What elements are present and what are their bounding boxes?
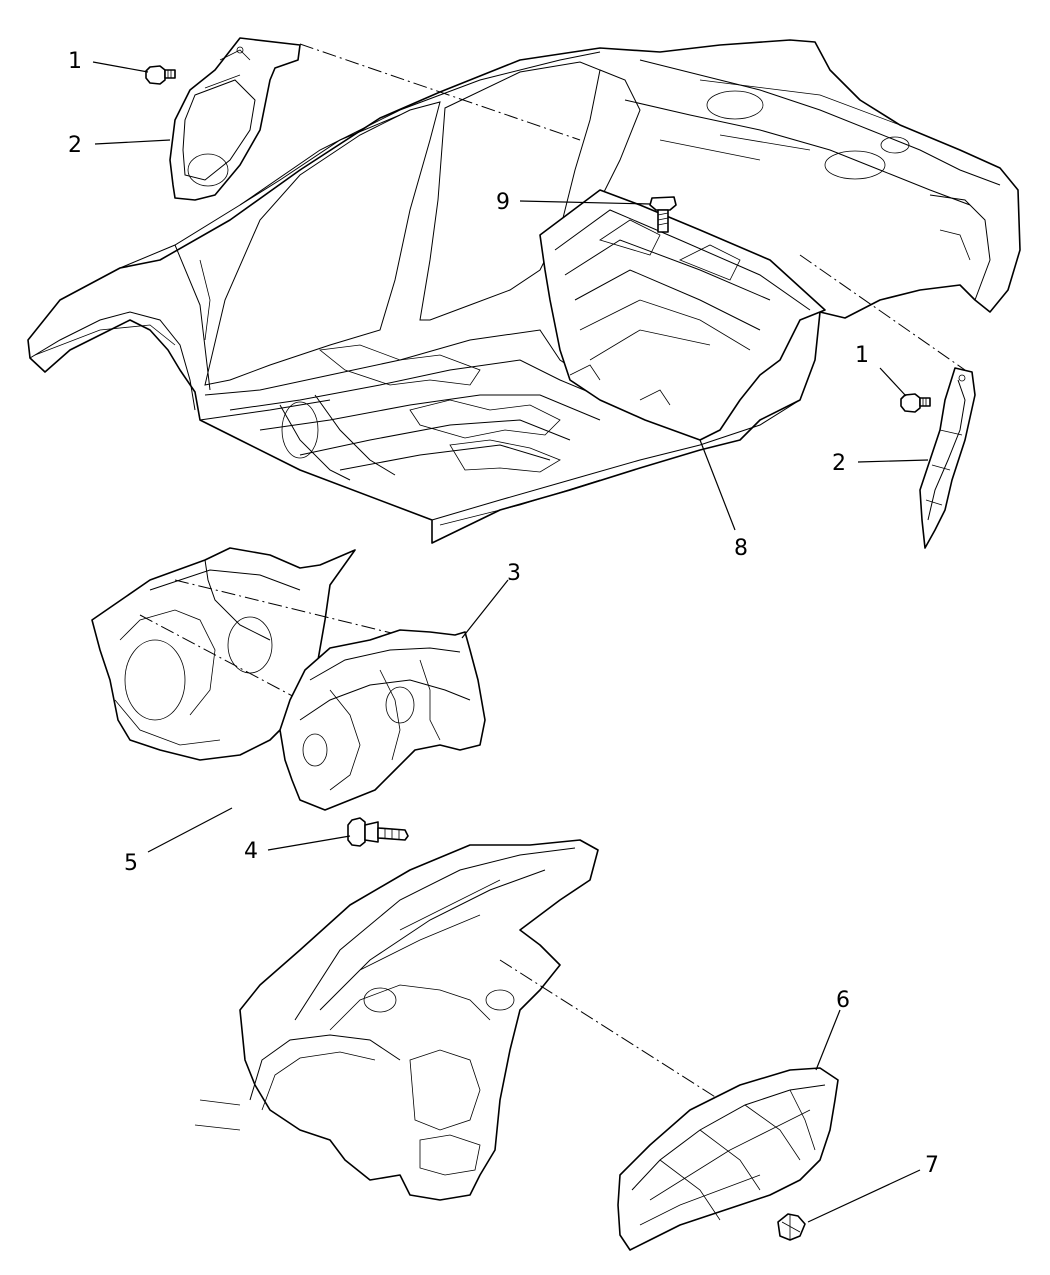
body-shell	[27, 39, 1021, 544]
push-pin-lower	[900, 393, 931, 413]
rear-seat-panel	[539, 189, 826, 441]
callout-9: 9	[496, 190, 510, 215]
bolt-9	[649, 196, 677, 233]
callout-labels: 1 2 9 1 2 8 3 5 4 6 7	[68, 49, 939, 1178]
callout-2-upper: 2	[68, 133, 82, 158]
callout-2-lower: 2	[832, 451, 846, 476]
callout-7: 7	[925, 1153, 939, 1178]
stud-4	[347, 817, 409, 847]
callout-1-upper: 1	[68, 49, 82, 74]
front-end-assembly	[194, 839, 721, 1201]
callout-4: 4	[244, 839, 258, 864]
push-pin-upper	[145, 65, 176, 85]
callout-5: 5	[124, 851, 138, 876]
callout-1-lower: 1	[855, 343, 869, 368]
leader-lines	[92, 61, 929, 1223]
dash-silencer-panel	[279, 629, 486, 811]
clip-7	[777, 1213, 806, 1241]
quarter-trim-panel-lower	[919, 367, 976, 549]
hood-panel	[617, 1067, 839, 1251]
quarter-trim-panel-upper	[169, 37, 301, 201]
callout-3: 3	[507, 561, 521, 586]
callout-8: 8	[734, 536, 748, 561]
callout-6: 6	[836, 988, 850, 1013]
